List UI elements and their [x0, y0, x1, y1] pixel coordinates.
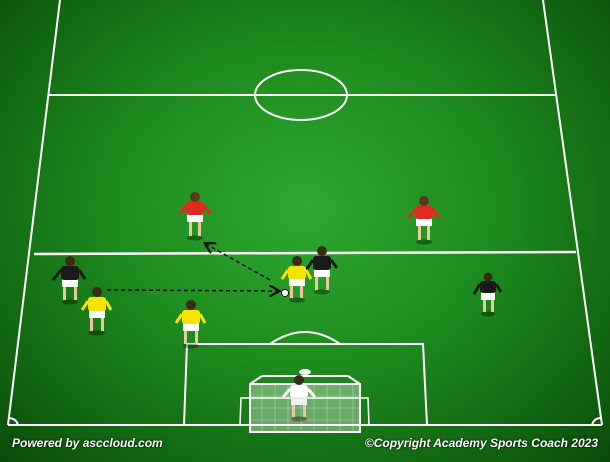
player-black-2 [304, 246, 339, 295]
pass-arrow-2 [206, 244, 271, 281]
right-corner-arc [591, 417, 602, 426]
powered-by-text: Powered by asccloud.com [12, 436, 163, 450]
player-red-1 [178, 192, 212, 241]
player-yellow-1 [280, 256, 313, 303]
player-black-3 [472, 272, 503, 317]
pass-arrow-1 [106, 290, 278, 291]
player-yellow-2 [80, 287, 113, 336]
right-touchline [542, 0, 603, 426]
ball [281, 289, 289, 297]
player-yellow-3 [174, 300, 207, 349]
penalty-spot [299, 369, 311, 375]
player-red-2 [407, 196, 441, 245]
player-goalkeeper [281, 375, 317, 422]
zone-line [33, 250, 577, 256]
penalty-box [183, 343, 428, 426]
player-black-1 [51, 256, 87, 305]
copyright-text: ©Copyright Academy Sports Coach 2023 [364, 436, 598, 450]
penalty-arc [269, 331, 341, 345]
left-touchline [7, 0, 61, 426]
left-corner-arc [7, 417, 19, 426]
center-circle [254, 69, 348, 121]
